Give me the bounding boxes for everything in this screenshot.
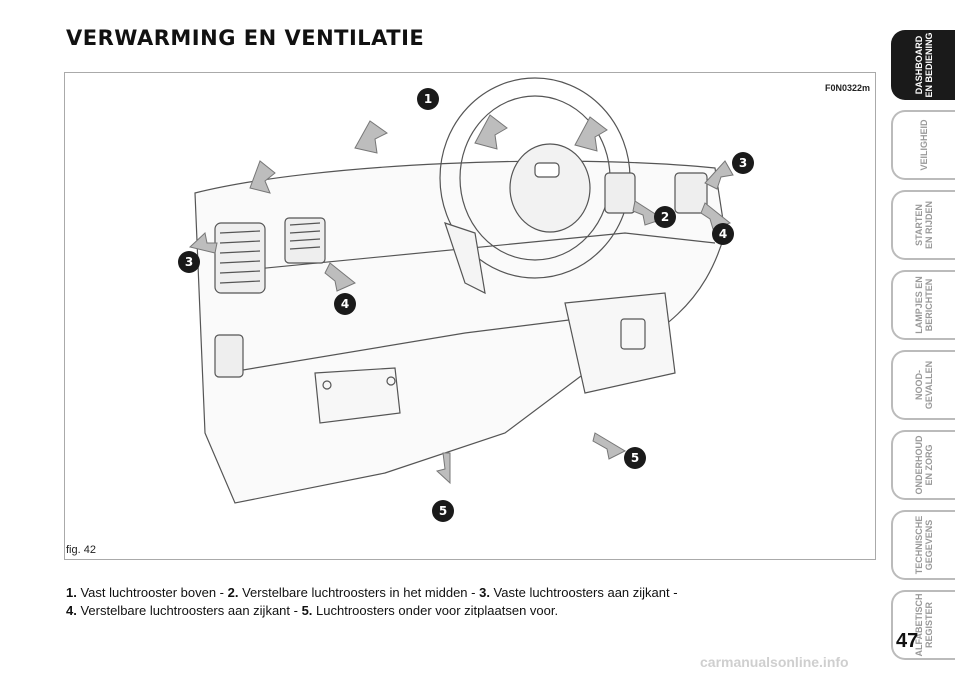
svg-text:3: 3 — [739, 156, 747, 170]
tab-label: ONDERHOUD EN ZORG — [914, 435, 934, 495]
airflow-arrow-center-left — [324, 262, 356, 292]
legend-text-2: Verstelbare luchtroosters in het midden … — [238, 585, 480, 600]
svg-text:1: 1 — [424, 92, 432, 106]
svg-text:3: 3 — [185, 255, 193, 269]
legend-num-1: 1. — [66, 585, 77, 600]
airflow-arrow-up-4 — [574, 116, 608, 152]
callout-4-left: 4 — [334, 293, 356, 315]
airflow-arrow-up-1 — [249, 160, 276, 194]
tab-noodgevallen[interactable]: NOOD- GEVALLEN — [891, 350, 955, 420]
svg-text:5: 5 — [631, 451, 639, 465]
airflow-arrow-side-right — [700, 202, 732, 230]
callout-5-left: 5 — [432, 500, 454, 522]
airflow-arrow-right — [704, 160, 734, 190]
svg-text:4: 4 — [341, 297, 349, 311]
figure-legend: 1. Vast luchtrooster boven - 2. Verstelb… — [66, 584, 826, 620]
chapter-tabs: DASHBOARD EN BEDIENING VEILIGHEID STARTE… — [891, 30, 955, 670]
airflow-arrow-left — [188, 232, 218, 254]
tab-starten[interactable]: STARTEN EN RIJDEN — [891, 190, 955, 260]
page-title: VERWARMING EN VENTILATIE — [66, 26, 425, 50]
tab-register[interactable]: ALFABETISCH REGISTER — [891, 590, 955, 660]
airflow-arrow-down-2 — [592, 432, 627, 460]
svg-text:4: 4 — [719, 227, 727, 241]
tab-technische[interactable]: TECHNISCHE GEGEVENS — [891, 510, 955, 580]
tab-dashboard[interactable]: DASHBOARD EN BEDIENING — [891, 30, 955, 100]
airflow-arrow-up-2 — [354, 120, 388, 154]
callout-4-right: 4 — [712, 223, 734, 245]
legend-num-3: 3. — [479, 585, 490, 600]
callout-3-left: 3 — [178, 251, 200, 273]
tab-label: LAMPJES EN BERICHTEN — [914, 276, 934, 334]
callout-3-right: 3 — [732, 152, 754, 174]
svg-text:2: 2 — [661, 210, 669, 224]
airflow-arrow-up-3 — [474, 114, 508, 150]
airflow-arrow-down-1 — [435, 452, 451, 485]
tab-label: TECHNISCHE GEGEVENS — [914, 515, 934, 575]
tab-veiligheid[interactable]: VEILIGHEID — [891, 110, 955, 180]
tab-label: NOOD- GEVALLEN — [914, 360, 934, 410]
tab-lampjes[interactable]: LAMPJES EN BERICHTEN — [891, 270, 955, 340]
legend-num-2: 2. — [227, 585, 239, 600]
figure-caption: fig. 42 — [66, 544, 96, 556]
legend-num-5: 5. — [301, 603, 313, 618]
callout-5-right: 5 — [624, 447, 646, 469]
figure-code: F0N0322m — [825, 83, 871, 93]
dashboard-illustration: 1 2 3 3 4 4 5 5 F0N0322m — [64, 72, 876, 560]
legend-text-5: Luchtroosters onder voor zitplaatsen voo… — [312, 603, 559, 618]
tab-label: VEILIGHEID — [919, 119, 929, 171]
callout-2: 2 — [654, 206, 676, 228]
watermark: carmanualsonline.info — [700, 654, 849, 670]
legend-text-1: Vast luchtrooster boven - — [76, 585, 228, 600]
svg-text:5: 5 — [439, 504, 447, 518]
callout-1: 1 — [417, 88, 439, 110]
tab-label: STARTEN EN RIJDEN — [914, 201, 934, 250]
tab-onderhoud[interactable]: ONDERHOUD EN ZORG — [891, 430, 955, 500]
page-number: 47 — [896, 630, 919, 652]
tab-label: DASHBOARD EN BEDIENING — [914, 32, 934, 98]
legend-text-4: Verstelbare luchtroosters aan zijkant - — [76, 603, 302, 618]
dashboard-drawing: 1 2 3 3 4 4 5 5 — [178, 77, 754, 522]
legend-num-4: 4. — [66, 603, 77, 618]
legend-text-3: Vaste luchtroosters aan zijkant - — [489, 585, 678, 600]
